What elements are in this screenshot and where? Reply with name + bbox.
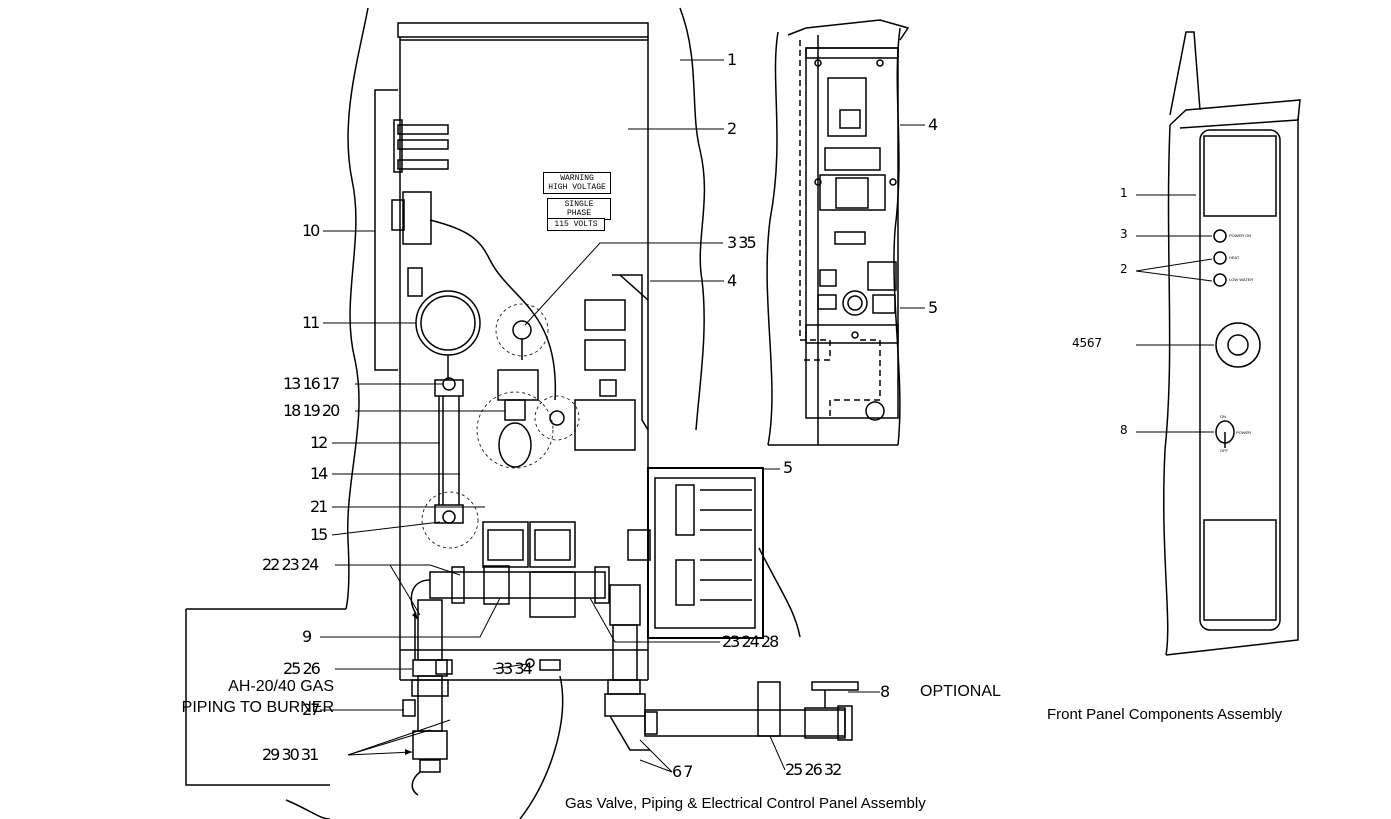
callout-15: 15	[310, 525, 328, 544]
callout-25-26: 25 26	[283, 659, 321, 678]
callout-29-30-31: 29 30 31	[262, 745, 319, 764]
callout-21: 21	[310, 497, 328, 516]
callout-8: 8	[880, 682, 890, 701]
callout-27: 27	[302, 700, 320, 719]
callout-9: 9	[302, 627, 312, 646]
callout-2: 2	[727, 119, 737, 138]
callout-25-26-32: 25 26 32	[785, 760, 842, 779]
callout-13-16-17: 13 16 17	[283, 374, 340, 393]
front-callout-2: 2	[1120, 262, 1128, 276]
front-label-heat: HEAT	[1229, 255, 1240, 260]
callout-22-23-24: 22 23 24	[262, 555, 319, 574]
callout-6-7: 6 7	[672, 762, 694, 781]
callout-4-panel: 4	[928, 115, 938, 134]
front-label-power: POWER	[1236, 430, 1252, 435]
callout-3-35: 3 35	[727, 233, 757, 252]
callout-18-19-20: 18 19 20	[283, 401, 340, 420]
callout-23-24-28: 23 24 28	[722, 632, 779, 651]
callout-14: 14	[310, 464, 328, 483]
front-callout-8: 8	[1120, 423, 1128, 437]
single-phase-plate: SINGLE PHASE	[547, 198, 611, 220]
front-label-on: ON	[1220, 414, 1226, 419]
callout-33-34: 33 34	[495, 659, 533, 678]
callout-5-panel: 5	[928, 298, 938, 317]
gas-piping-label: AH-20/40 GAS PIPING TO BURNER	[158, 676, 334, 718]
warning-high-voltage-plate: WARNING HIGH VOLTAGE	[543, 172, 611, 194]
callout-1: 1	[727, 50, 737, 69]
main-caption: Gas Valve, Piping & Electrical Control P…	[565, 795, 926, 812]
gas-piping-line2: PIPING TO BURNER	[181, 699, 334, 716]
front-label-off: OFF	[1220, 448, 1228, 453]
front-panel-caption: Front Panel Components Assembly	[1047, 706, 1283, 723]
callout-10: 10	[302, 221, 320, 240]
front-label-power-on: POWER ON	[1229, 233, 1252, 238]
front-callout-3: 3	[1120, 227, 1128, 241]
callout-12: 12	[310, 433, 328, 452]
warning-line2: HIGH VOLTAGE	[548, 183, 606, 192]
warning-line1: WARNING	[560, 174, 594, 183]
optional-label: OPTIONAL	[920, 683, 1001, 700]
callout-11: 11	[302, 313, 320, 332]
front-label-low-water: LOW WATER	[1229, 277, 1254, 282]
volts-plate: 115 VOLTS	[547, 218, 605, 231]
front-callout-1: 1	[1120, 186, 1128, 200]
front-callout-4-5-6-7: 4 5 6 7	[1072, 336, 1102, 350]
gas-piping-line1: AH-20/40 GAS	[228, 678, 334, 695]
callout-5-main: 5	[783, 458, 793, 477]
callout-4-main: 4	[727, 271, 737, 290]
